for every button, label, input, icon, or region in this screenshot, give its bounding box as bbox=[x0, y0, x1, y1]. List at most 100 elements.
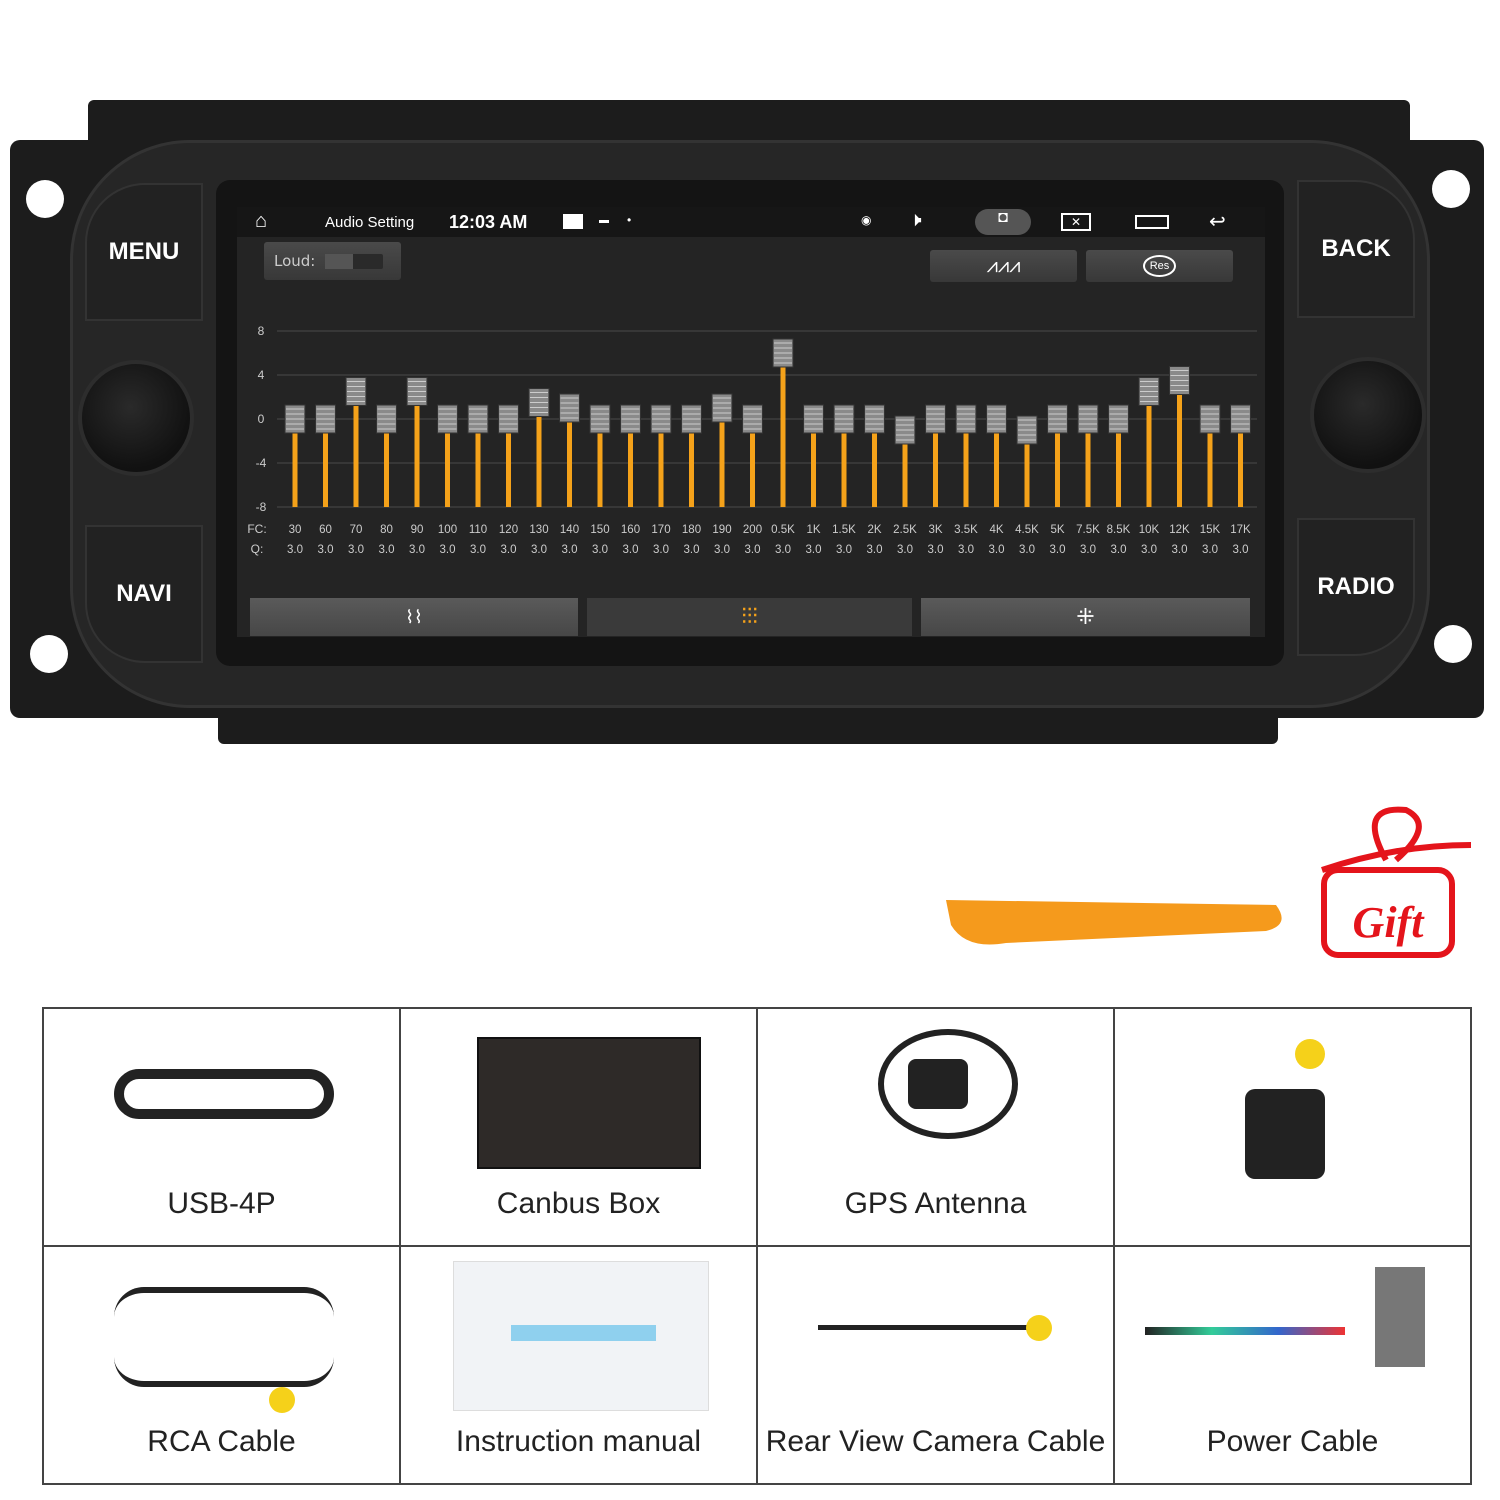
eq-slider-track[interactable] bbox=[1055, 433, 1060, 507]
volume-knob[interactable] bbox=[78, 360, 194, 476]
back-label: BACK bbox=[1321, 235, 1391, 262]
loud-toggle[interactable]: Loud: bbox=[264, 242, 401, 280]
eq-slider-track[interactable] bbox=[506, 433, 511, 507]
sliders-icon: ⫶⫶⫶ bbox=[741, 604, 758, 629]
eq-slider-knob[interactable] bbox=[620, 404, 641, 434]
eq-slider-knob[interactable] bbox=[803, 404, 824, 434]
eq-slider-track[interactable] bbox=[1207, 433, 1213, 507]
recent-apps-icon[interactable] bbox=[1135, 215, 1169, 229]
volume-icon[interactable]: 🕨 bbox=[909, 209, 922, 231]
eq-slider-knob[interactable] bbox=[711, 393, 733, 423]
eq-slider-track[interactable] bbox=[689, 433, 694, 507]
eq-slider-track[interactable] bbox=[292, 433, 298, 507]
eq-slider-track[interactable] bbox=[597, 433, 603, 507]
band-frequency: 4.5K bbox=[1015, 524, 1039, 536]
accessory-cell: Rear View Camera Cable bbox=[756, 1245, 1115, 1485]
location-icon[interactable]: ◉ bbox=[861, 213, 872, 227]
eq-slider-knob[interactable] bbox=[406, 377, 428, 406]
eq-slider-track[interactable] bbox=[414, 405, 420, 508]
eq-slider-track[interactable] bbox=[719, 422, 725, 507]
eq-slider-knob[interactable] bbox=[376, 404, 397, 434]
eq-slider-knob[interactable] bbox=[559, 393, 580, 423]
eq-slider-track[interactable] bbox=[323, 433, 328, 507]
eq-slider-track[interactable] bbox=[811, 433, 816, 507]
eq-slider-knob[interactable] bbox=[437, 404, 458, 434]
eq-slider-track[interactable] bbox=[1238, 433, 1243, 507]
eq-slider-track[interactable] bbox=[780, 367, 786, 507]
eq-slider-track[interactable] bbox=[353, 405, 359, 508]
eq-slider-knob[interactable] bbox=[1077, 404, 1099, 434]
eq-slider-track[interactable] bbox=[1024, 444, 1030, 507]
eq-slider-knob[interactable] bbox=[681, 404, 702, 434]
tab-balance[interactable]: ⁜ bbox=[921, 598, 1250, 636]
loud-switch[interactable] bbox=[325, 253, 384, 269]
reset-button[interactable]: Res bbox=[1086, 250, 1233, 282]
pry-tool bbox=[946, 895, 1286, 953]
eq-slider-knob[interactable] bbox=[833, 404, 855, 434]
tab-equalizer[interactable]: ⫶⫶⫶ bbox=[587, 598, 912, 636]
eq-slider-knob[interactable] bbox=[1016, 415, 1038, 445]
band-q: 3.0 bbox=[318, 544, 334, 556]
balance-icon: ⁜ bbox=[1076, 604, 1095, 629]
eq-slider-knob[interactable] bbox=[894, 415, 916, 445]
eq-slider-track[interactable] bbox=[475, 433, 481, 507]
eq-slider-track[interactable] bbox=[536, 416, 542, 508]
eq-slider-knob[interactable] bbox=[1047, 404, 1068, 434]
eq-slider-track[interactable] bbox=[658, 433, 664, 507]
eq-slider-knob[interactable] bbox=[1138, 377, 1160, 406]
eq-slider-knob[interactable] bbox=[345, 377, 367, 406]
eq-slider-knob[interactable] bbox=[1230, 404, 1251, 434]
eq-slider-knob[interactable] bbox=[1169, 366, 1190, 395]
eq-slider-knob[interactable] bbox=[925, 404, 946, 434]
close-window-icon[interactable]: ✕ bbox=[1061, 213, 1091, 231]
back-arrow-icon[interactable]: ↩ bbox=[1209, 211, 1226, 233]
accessory-label: RCA Cable bbox=[147, 1425, 296, 1458]
radio-button[interactable]: RADIO bbox=[1297, 518, 1415, 656]
eq-slider-knob[interactable] bbox=[498, 404, 519, 434]
eq-slider-knob[interactable] bbox=[864, 404, 885, 434]
eq-slider-knob[interactable] bbox=[1108, 404, 1129, 434]
eq-slider-knob[interactable] bbox=[528, 388, 550, 417]
eq-slider-track[interactable] bbox=[872, 433, 877, 507]
eq-slider-track[interactable] bbox=[933, 433, 938, 507]
eq-slider-track[interactable] bbox=[750, 433, 755, 507]
menu-button[interactable]: MENU bbox=[85, 183, 203, 321]
eq-slider-track[interactable] bbox=[902, 444, 908, 507]
eq-slider-knob[interactable] bbox=[315, 404, 336, 434]
navi-button[interactable]: NAVI bbox=[85, 525, 203, 663]
eq-slider-track[interactable] bbox=[963, 433, 969, 507]
eq-slider-track[interactable] bbox=[384, 433, 389, 507]
camera-icon[interactable]: ◘ bbox=[975, 209, 1031, 235]
home-icon[interactable]: ⌂ bbox=[255, 210, 268, 232]
band-q: 3.0 bbox=[1019, 544, 1035, 556]
eq-slider-knob[interactable] bbox=[986, 404, 1007, 434]
eq-slider-knob[interactable] bbox=[589, 404, 611, 434]
band-frequency: 4K bbox=[989, 524, 1003, 536]
back-button[interactable]: BACK bbox=[1297, 180, 1415, 318]
eq-preset-button[interactable]: ⩘⩘⩘ bbox=[930, 250, 1077, 282]
eq-slider-knob[interactable] bbox=[772, 338, 794, 368]
band-frequency: 90 bbox=[411, 524, 424, 536]
eq-slider-track[interactable] bbox=[841, 433, 847, 507]
eq-slider-track[interactable] bbox=[1146, 405, 1152, 508]
accessory-label: USB-4P bbox=[167, 1187, 276, 1220]
band-frequency: 140 bbox=[560, 524, 579, 536]
eq-slider-track[interactable] bbox=[1085, 433, 1091, 507]
tune-knob[interactable] bbox=[1310, 357, 1426, 473]
eq-slider-knob[interactable] bbox=[955, 404, 977, 434]
eq-slider-knob[interactable] bbox=[1199, 404, 1221, 434]
eq-slider-track[interactable] bbox=[628, 433, 633, 507]
eq-slider-knob[interactable] bbox=[467, 404, 489, 434]
eq-slider-track[interactable] bbox=[567, 422, 572, 507]
eq-slider-knob[interactable] bbox=[284, 404, 306, 434]
eq-slider-track[interactable] bbox=[1116, 433, 1121, 507]
eq-slider-track[interactable] bbox=[445, 433, 450, 507]
eq-slider-track[interactable] bbox=[994, 433, 999, 507]
eq-slider-knob[interactable] bbox=[742, 404, 763, 434]
eq-slider-track[interactable] bbox=[1177, 394, 1182, 508]
band-frequency: 15K bbox=[1200, 524, 1221, 536]
eq-slider-knob[interactable] bbox=[650, 404, 672, 434]
band-frequency: 160 bbox=[621, 524, 640, 536]
tab-waveform[interactable]: ⌇⌇ bbox=[250, 598, 578, 636]
band-frequency: 70 bbox=[350, 524, 363, 536]
